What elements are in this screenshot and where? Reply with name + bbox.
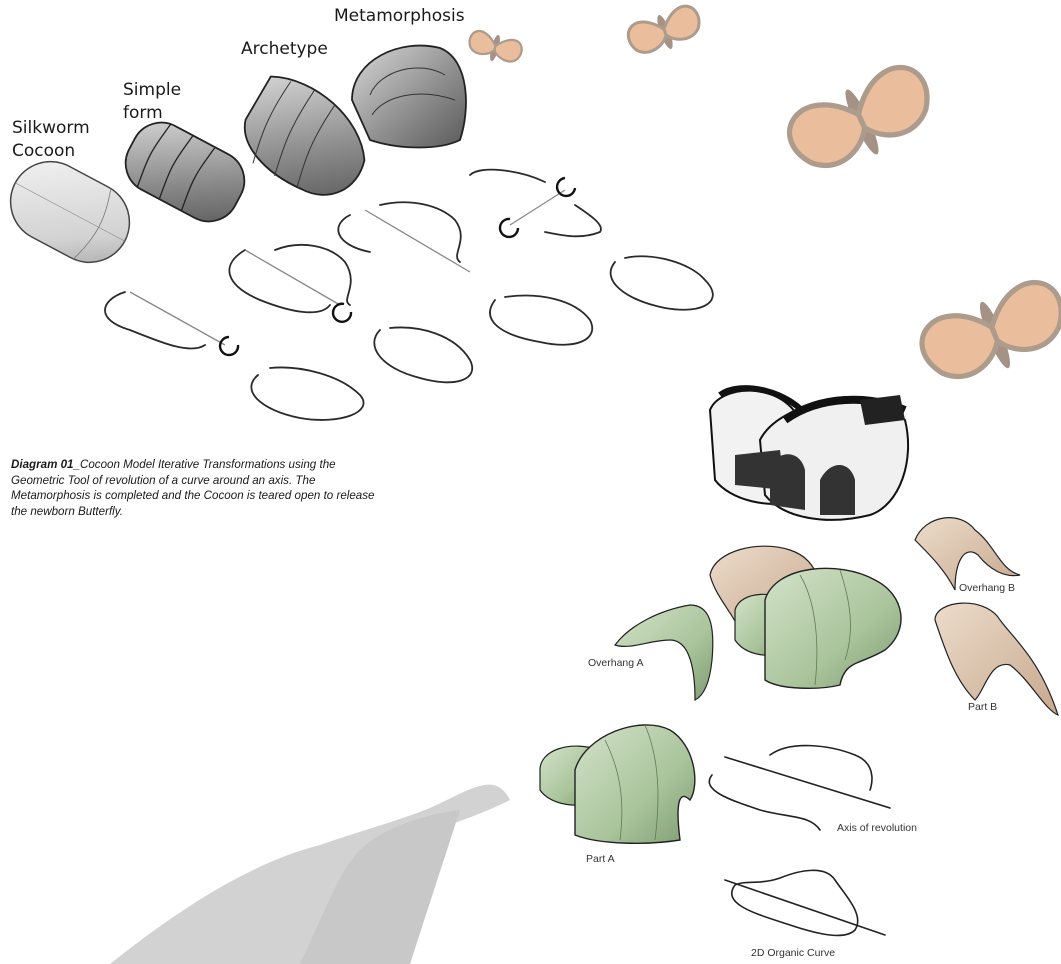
label-overhang-a: Overhang A [588, 657, 643, 669]
axis-of-revolution-diagram [709, 746, 890, 830]
assembled-building-model [710, 388, 908, 520]
metamorphosis-model [352, 46, 466, 148]
overhang-a-model [615, 605, 713, 700]
butterfly-icon [781, 59, 943, 185]
stage-label-metamorphosis: Metamorphosis [334, 5, 465, 28]
label-organic-curve: 2D Organic Curve [751, 947, 835, 959]
label-axis-of-revolution: Axis of revolution [837, 822, 917, 834]
stage-label-archetype: Archetype [241, 38, 328, 61]
stage-label-silkworm-cocoon: Silkworm Cocoon [12, 117, 90, 163]
label-overhang-b: Overhang B [959, 582, 1015, 594]
label-part-b: Part B [968, 701, 997, 713]
caption-title: Diagram 01_ [11, 458, 80, 471]
stage-label-simple-form: Simple form [123, 79, 181, 125]
label-part-a: Part A [586, 853, 615, 865]
simple-form-model [115, 112, 255, 232]
overhang-b-model [915, 518, 1020, 590]
butterfly-icon [466, 28, 524, 68]
part-b-model [935, 603, 1058, 715]
organic-curve-diagram [725, 870, 885, 935]
part-a-model [540, 725, 695, 843]
silkworm-cocoon-model [0, 148, 144, 277]
butterfly-icon [625, 3, 706, 62]
diagram-caption: Diagram 01_Cocoon Model Iterative Transf… [11, 457, 391, 519]
butterfly-icon [914, 275, 1061, 396]
